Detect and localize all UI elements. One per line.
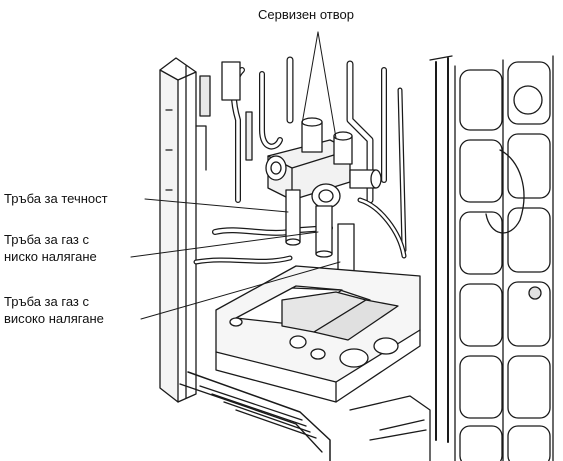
- label-liquid-pipe: Тръба за течност: [4, 190, 108, 207]
- service-port-leader-2: [317, 31, 337, 139]
- callout-leaders: [130, 31, 341, 320]
- outlet-pipes: [285, 189, 355, 278]
- label-low-pressure-line1: Тръба за газ с: [4, 232, 89, 247]
- fan-grille: [429, 55, 554, 461]
- valve-block: [265, 117, 382, 209]
- label-service-port: Сервизен отвор: [258, 6, 354, 23]
- label-low-pressure-gas-pipe: Тръба за газ с ниско налягане: [4, 231, 97, 265]
- label-service-port-text: Сервизен отвор: [258, 7, 354, 22]
- label-low-pressure-line2: ниско налягане: [4, 249, 97, 264]
- liquid-pipe-leader: [144, 198, 289, 213]
- service-port-leader-1: [301, 31, 319, 125]
- label-high-pressure-line2: високо налягане: [4, 311, 104, 326]
- low-pressure-pipe-leader: [130, 231, 319, 258]
- label-high-pressure-line1: Тръба за газ с: [4, 294, 89, 309]
- bottom-frame: [179, 371, 431, 461]
- high-pressure-pipe-leader: [140, 261, 341, 320]
- unit-left-frame: [159, 57, 211, 403]
- label-liquid-pipe-text: Тръба за течност: [4, 191, 108, 206]
- base-tray: [215, 265, 421, 403]
- label-high-pressure-gas-pipe: Тръба за газ с високо налягане: [4, 293, 104, 327]
